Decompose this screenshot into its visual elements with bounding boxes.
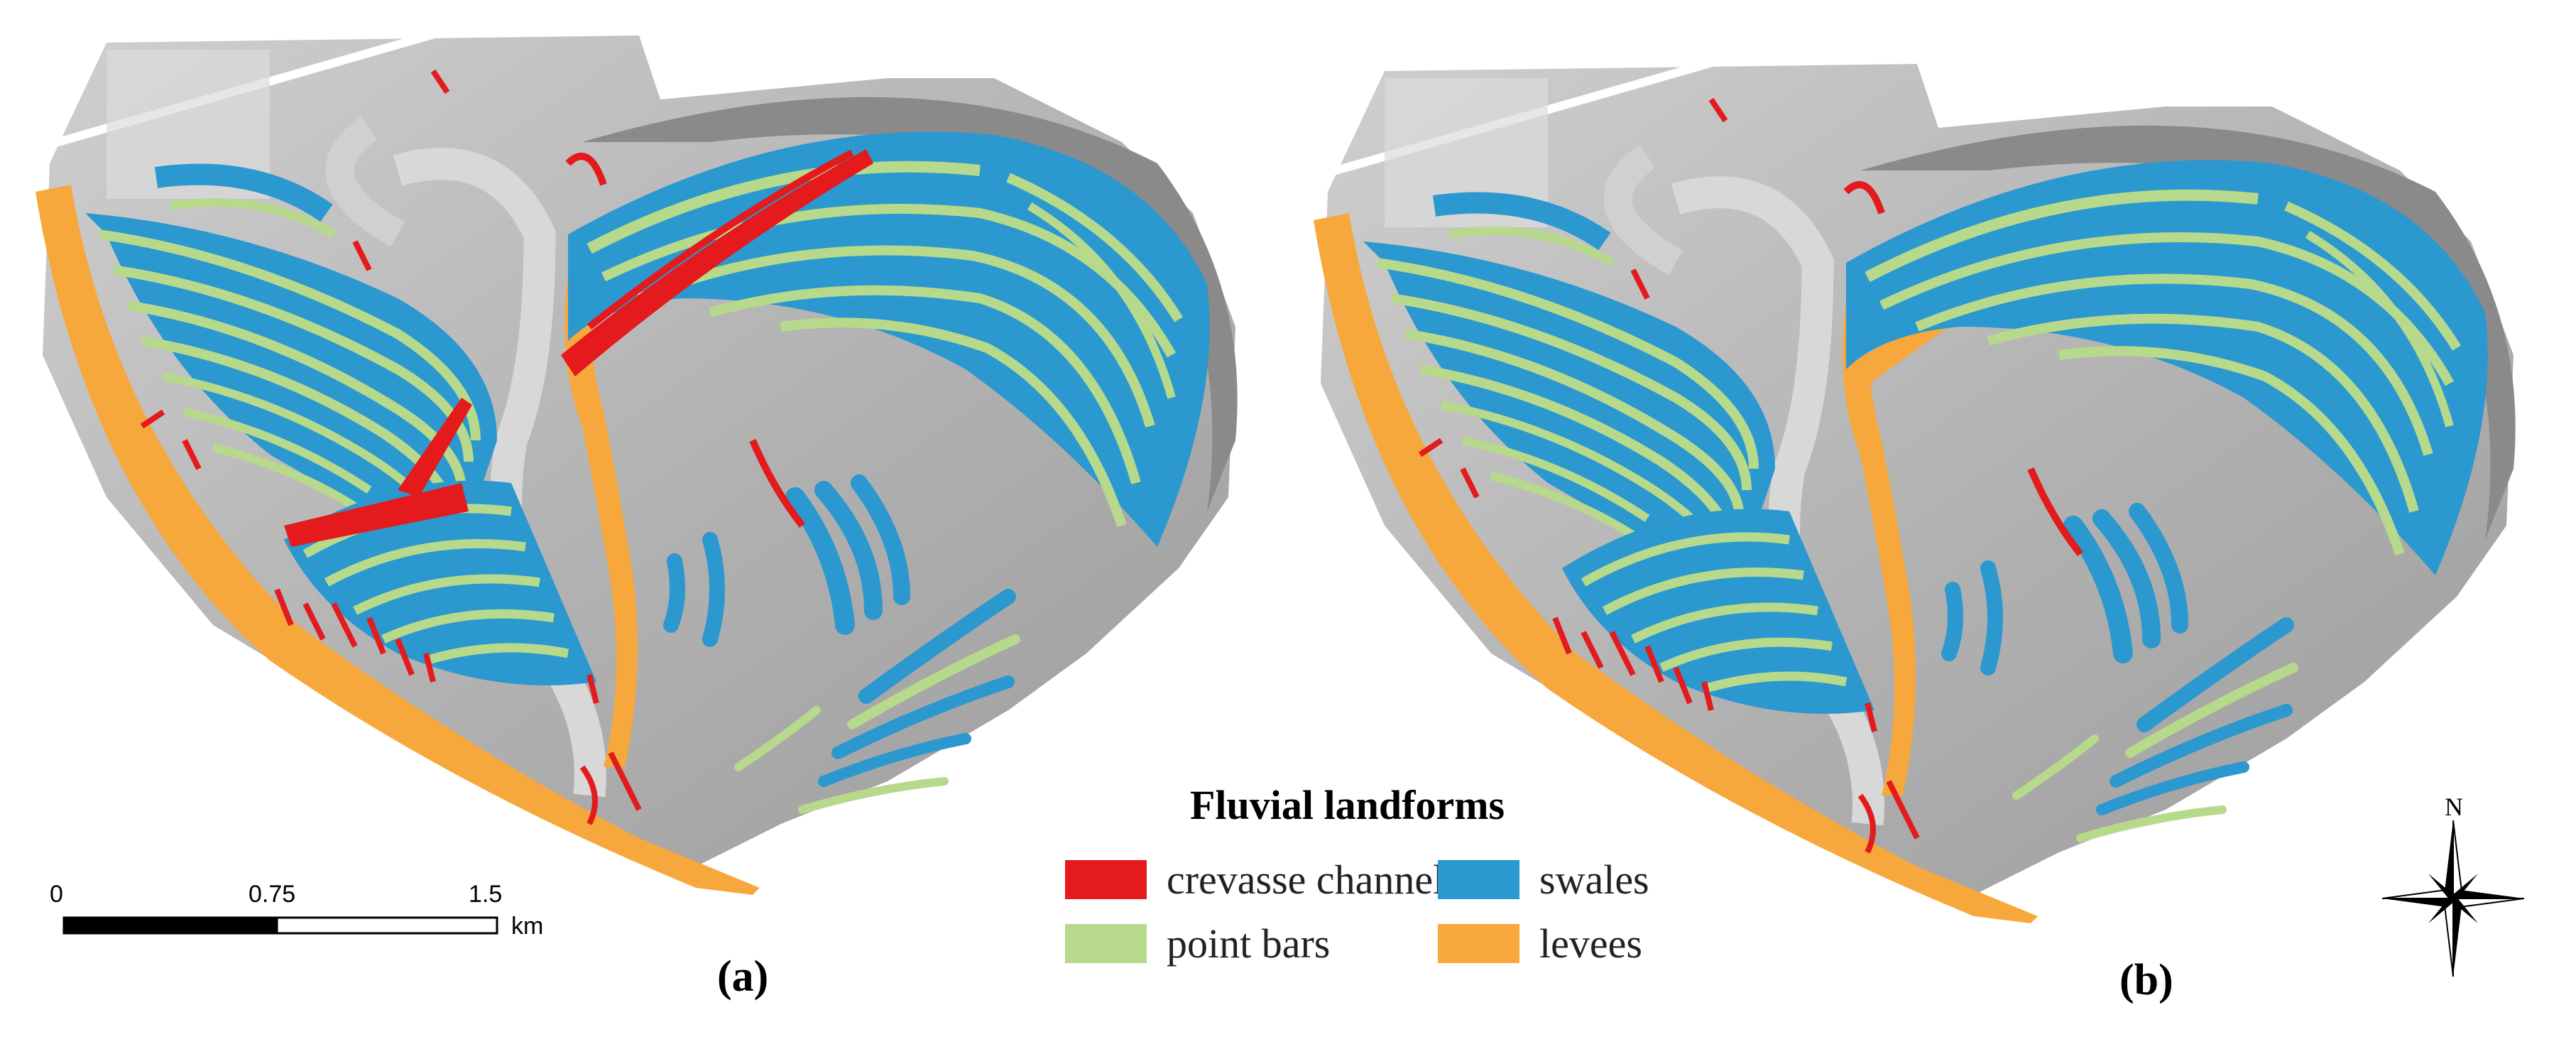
river-channel (393, 148, 606, 798)
crevasse-sw-wedge (284, 483, 469, 547)
south-swales (663, 474, 1020, 814)
legend-item-point-bars: point bars (1065, 918, 1330, 968)
map-a-svg (36, 5, 1238, 895)
terrace-band (582, 97, 1238, 512)
levee-west (36, 185, 760, 895)
legend-label-crevasse: crevasse channels (1167, 856, 1461, 903)
legend: Fluvial landforms crevasse channels poin… (1065, 778, 1649, 1012)
scale-bar-graphic (62, 916, 498, 935)
crevasse-sw-wedge-2 (398, 398, 472, 497)
legend-swatch-swales (1438, 859, 1519, 899)
legend-label-levees: levees (1539, 920, 1642, 967)
oxbow (1603, 144, 1683, 276)
northeast-scroll-complex (1846, 160, 2488, 575)
map-b-svg (1314, 33, 2516, 923)
crevasse-channels (1418, 97, 2083, 854)
southwest-scroll-complex (1562, 509, 1874, 714)
legend-swatch-point-bars (1065, 923, 1147, 963)
legend-swatch-crevasse (1065, 859, 1147, 899)
scale-bar: 0 0.75 1.5 km (50, 874, 589, 966)
legend-item-crevasse: crevasse channels (1065, 854, 1461, 904)
crevasse-main-ne (561, 149, 873, 376)
legend-swatch-levees (1438, 923, 1519, 963)
terrace-band (1860, 125, 2516, 540)
legend-label-swales: swales (1539, 856, 1649, 903)
north-arrow: N (2382, 792, 2524, 984)
scale-tick-mid: 0.75 (249, 881, 296, 908)
legend-item-swales: swales (1438, 854, 1649, 904)
oxbow (325, 116, 405, 247)
scale-tick-0: 0 (50, 881, 63, 908)
scale-unit: km (511, 913, 544, 940)
levee-central (564, 249, 638, 767)
legend-label-point-bars: point bars (1167, 920, 1331, 967)
levee-central (1843, 277, 1916, 795)
levee-west (1314, 213, 2038, 923)
panel-label-a: (a) (717, 952, 769, 1001)
crevasse-main-ne-2 (586, 149, 854, 330)
crevasse-channels (140, 69, 873, 825)
legend-item-levees: levees (1438, 918, 1642, 968)
south-swales (1941, 503, 2298, 842)
map-panel-b: (b) (1278, 0, 2576, 1054)
north-label: N (2445, 793, 2463, 821)
scale-tick-end: 1.5 (469, 881, 503, 908)
compass-rose-icon (2382, 820, 2524, 977)
legend-title: Fluvial landforms (1190, 782, 1505, 828)
river-channel (1671, 176, 1884, 826)
panel-label-b: (b) (2119, 956, 2173, 1004)
map-panel-a: (a) (0, 0, 1278, 1054)
